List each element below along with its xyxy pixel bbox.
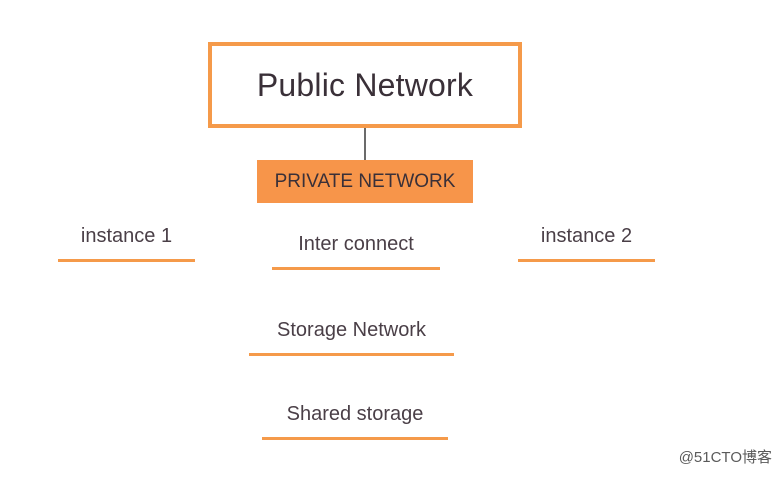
inter-connect-node: Inter connect — [272, 230, 440, 270]
instance-1-label: instance 1 — [80, 225, 173, 247]
instance-2-label: instance 2 — [540, 225, 633, 247]
instance-1-node: instance 1 — [58, 222, 195, 262]
storage-network-node: Storage Network — [249, 316, 454, 356]
storage-network-label: Storage Network — [277, 319, 426, 341]
private-network-box: PRIVATE NETWORK — [257, 160, 473, 203]
watermark-text: @51CTO博客 — [678, 449, 772, 466]
connector-line — [364, 126, 366, 160]
shared-storage-node: Shared storage — [262, 400, 448, 440]
inter-connect-label: Inter connect — [298, 233, 414, 255]
public-network-box: Public Network — [208, 42, 522, 128]
shared-storage-label: Shared storage — [286, 403, 424, 425]
public-network-label: Public Network — [256, 66, 474, 103]
instance-2-node: instance 2 — [518, 222, 655, 262]
private-network-label: PRIVATE NETWORK — [274, 170, 456, 192]
